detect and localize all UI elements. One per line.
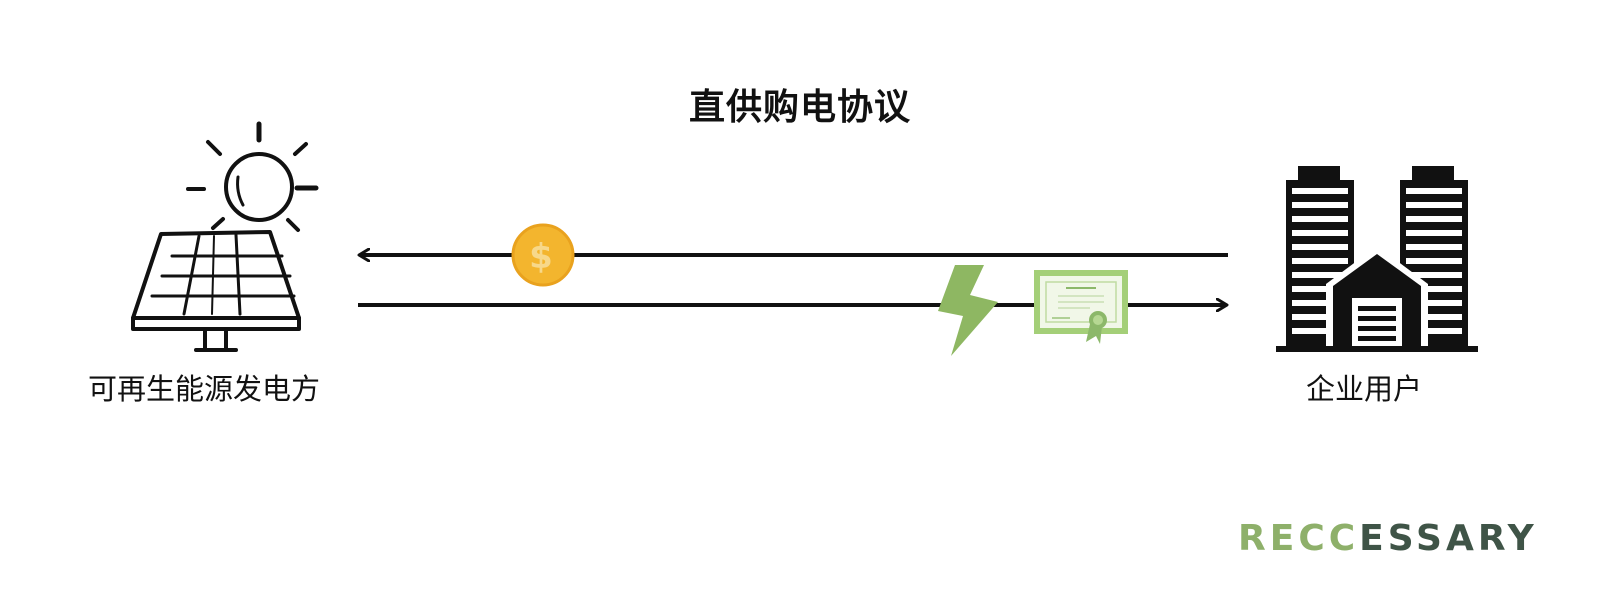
diagram-title: 直供购电协议 (688, 87, 911, 128)
certificate-icon (1034, 270, 1128, 344)
office-buildings-icon (1276, 166, 1478, 352)
sun-icon (186, 121, 319, 232)
brand-logo-part2: ESSARY (1359, 518, 1538, 559)
brand-logo-part1: RECC (1238, 518, 1360, 559)
brand-logo: RECCESSARY (1238, 518, 1578, 559)
seller-label: 可再生能源发电方 (88, 372, 321, 406)
solar-panel-icon (131, 121, 319, 352)
buyer-label: 企业用户 (1306, 372, 1423, 406)
svg-text:$: $ (529, 237, 553, 277)
lightning-bolt-icon (938, 265, 998, 356)
dollar-coin-icon: $ (511, 223, 575, 287)
